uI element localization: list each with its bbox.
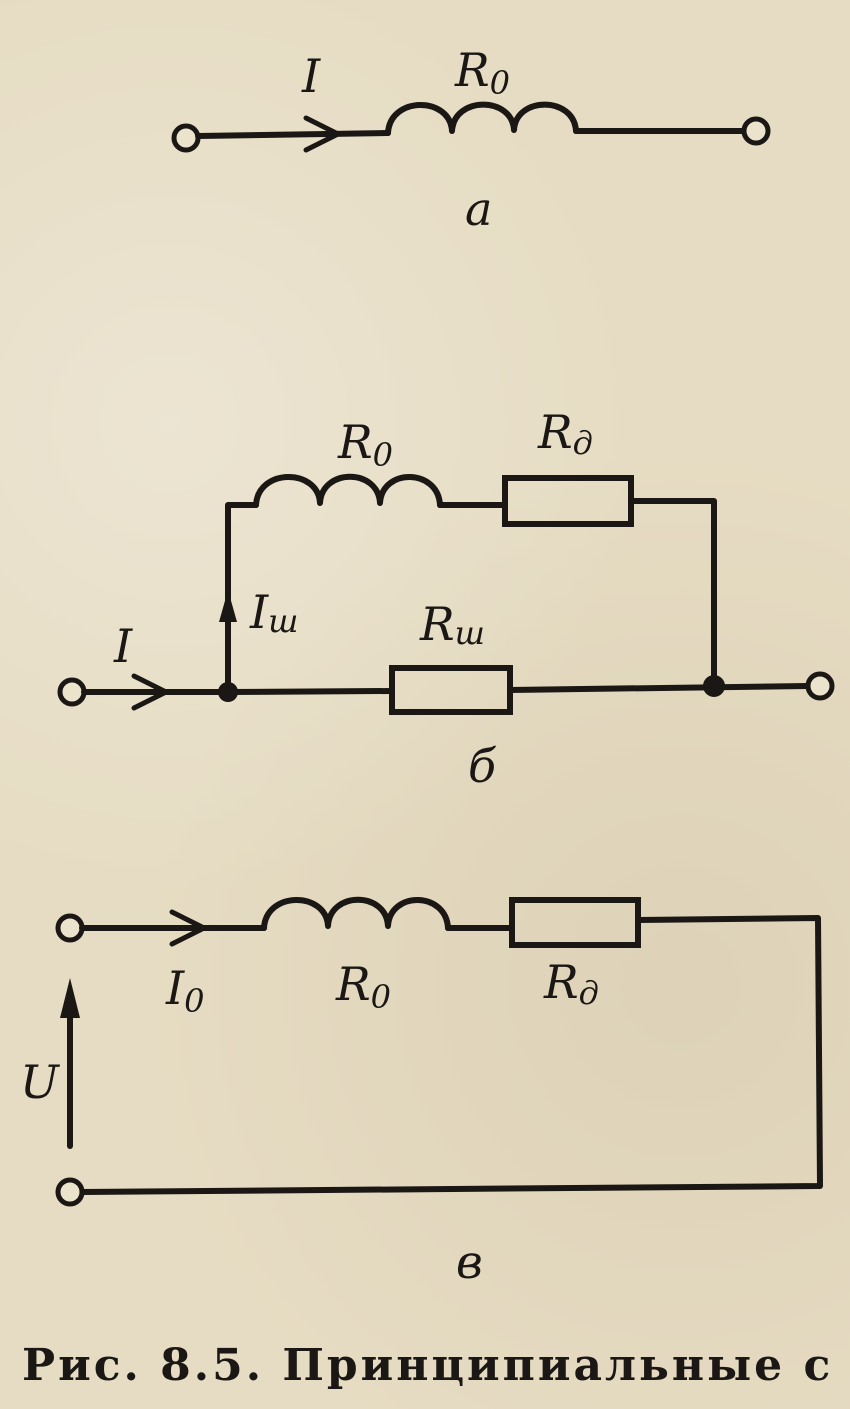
diagram-c-current-label: I0	[165, 961, 205, 1020]
diagram-c-resistor-label: Rд	[543, 955, 599, 1012]
diagram-c-coil	[261, 896, 451, 931]
diagram-b-coil-label: R0	[337, 415, 393, 474]
diagram-a-coil-label: R0	[454, 43, 510, 102]
diagram-a-current-label: I	[301, 49, 321, 103]
diagram-a-coil	[385, 101, 579, 136]
diagram-c: I0 U R0 Rд в	[20, 896, 823, 1289]
diagram-c-voltage-arrow-head	[60, 978, 80, 1018]
diagram-c-current-arrow	[169, 909, 207, 947]
diagram-a-right-terminal	[741, 116, 771, 146]
diagram-b-branch-current-label: Iш	[249, 585, 298, 640]
diagram-b-current-arrow	[131, 673, 169, 711]
diagram-a-left-terminal	[171, 123, 201, 153]
diagram-b-branch-current-arrow	[219, 590, 237, 622]
diagram-b-coil	[253, 473, 443, 508]
diagram-b: I Iш R0 Rд Rш б	[57, 405, 835, 793]
diagram-c-coil-label: R0	[335, 957, 391, 1016]
diagram-b-shunt-resistor	[389, 665, 513, 715]
diagram-b-right-vertical-wire	[628, 498, 717, 689]
diagram-b-shunt-left-wire	[225, 688, 395, 695]
diagram-b-shunt-resistor-label: Rш	[419, 597, 485, 652]
diagram-a-input-wire	[195, 130, 391, 139]
diagram-c-resistor	[509, 897, 641, 948]
diagram-c-panel-label: в	[456, 1235, 483, 1289]
diagram-b-left-vertical-wire	[225, 502, 259, 695]
diagram-a: I R0 а	[171, 43, 771, 236]
diagram-c-top-left-terminal	[55, 913, 85, 943]
diagram-c-return-wire	[79, 915, 823, 1195]
diagram-b-right-terminal	[805, 671, 835, 701]
diagram-b-right-node	[703, 675, 725, 697]
diagram-c-bottom-left-terminal	[55, 1177, 85, 1207]
diagram-b-current-label: I	[113, 619, 133, 673]
diagram-b-left-terminal	[57, 677, 87, 707]
diagram-a-panel-label: а	[465, 182, 492, 236]
diagram-a-current-arrow	[303, 115, 341, 153]
diagram-b-series-resistor-label: Rд	[537, 405, 593, 462]
figure-caption: Рис. 8.5. Принципиальные с	[22, 1340, 834, 1391]
diagram-b-shunt-right-wire	[507, 683, 811, 693]
diagram-c-voltage-label: U	[20, 1055, 61, 1109]
diagram-b-series-resistor	[502, 475, 634, 527]
diagram-b-panel-label: б	[468, 739, 497, 793]
